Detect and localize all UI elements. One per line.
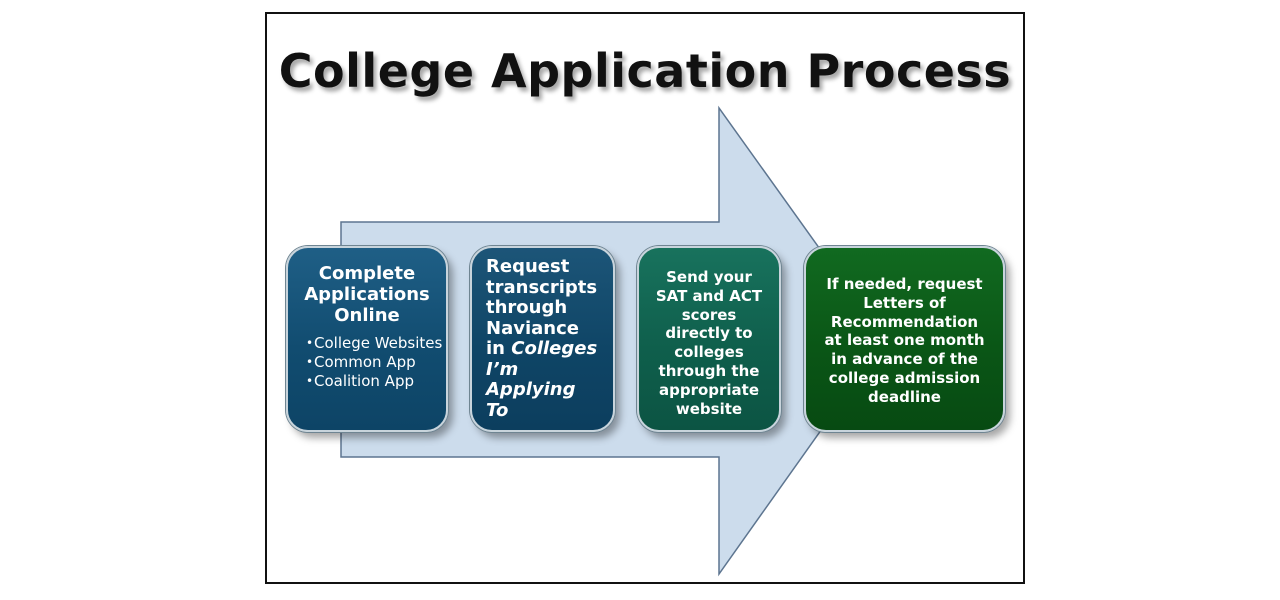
step-2-italic: Colleges: [511, 338, 598, 359]
step-3-line: directly to: [665, 324, 753, 343]
step-2-line: transcripts: [486, 276, 598, 298]
step-4-line: at least one month: [824, 331, 985, 350]
step-letters-of-recommendation: If needed, request Letters of Recommenda…: [804, 246, 1005, 432]
step-2-italic: I’m: [486, 358, 519, 380]
step-request-transcripts: Request transcripts through Naviance in …: [470, 246, 615, 432]
step-1-heading-line: Applications: [304, 284, 430, 305]
step-3-line: SAT and ACT: [655, 286, 763, 305]
bullet-common-app: Common App: [306, 353, 446, 372]
step-3-line: through the: [658, 361, 760, 380]
step-4-line: Letters of: [863, 293, 946, 312]
step-2-prefix: in: [486, 338, 505, 359]
step-4-line: deadline: [868, 387, 941, 406]
step-2-italic: To: [486, 399, 509, 421]
step-send-scores: Send your SAT and ACT scores directly to…: [637, 246, 781, 432]
step-2-italic: Applying: [486, 379, 576, 400]
step-2-line: Request: [486, 256, 570, 277]
bullet-college-websites: College Websites: [306, 334, 446, 353]
step-1-bullet-list: College Websites Common App Coalition Ap…: [288, 334, 446, 391]
step-4-line: college admission: [828, 368, 981, 387]
step-1-heading-line: Online: [334, 305, 400, 326]
step-3-line: website: [675, 399, 743, 418]
step-1-heading: Complete Applications Online: [288, 263, 446, 326]
step-3-line: Send your: [666, 268, 752, 286]
step-2-line: in Colleges: [486, 338, 613, 360]
step-4-text: If needed, request Letters of Recommenda…: [806, 275, 1003, 407]
step-3-line: appropriate: [658, 380, 760, 399]
bullet-coalition-app: Coalition App: [306, 372, 446, 391]
step-3-line: colleges: [674, 343, 744, 362]
step-2-line: Naviance: [486, 317, 579, 339]
step-4-line: in advance of the: [831, 350, 978, 369]
step-4-line: If needed, request: [826, 275, 983, 293]
step-3-line: scores: [681, 305, 737, 324]
step-2-line: through: [486, 297, 568, 318]
step-3-text: Send your SAT and ACT scores directly to…: [639, 268, 779, 418]
step-4-line: Recommendation: [830, 312, 979, 331]
step-2-text: Request transcripts through Naviance in …: [486, 256, 613, 421]
page-title: College Application Process: [278, 44, 1012, 98]
step-complete-applications: Complete Applications Online College Web…: [286, 246, 448, 432]
step-1-heading-line: Complete: [318, 263, 416, 284]
